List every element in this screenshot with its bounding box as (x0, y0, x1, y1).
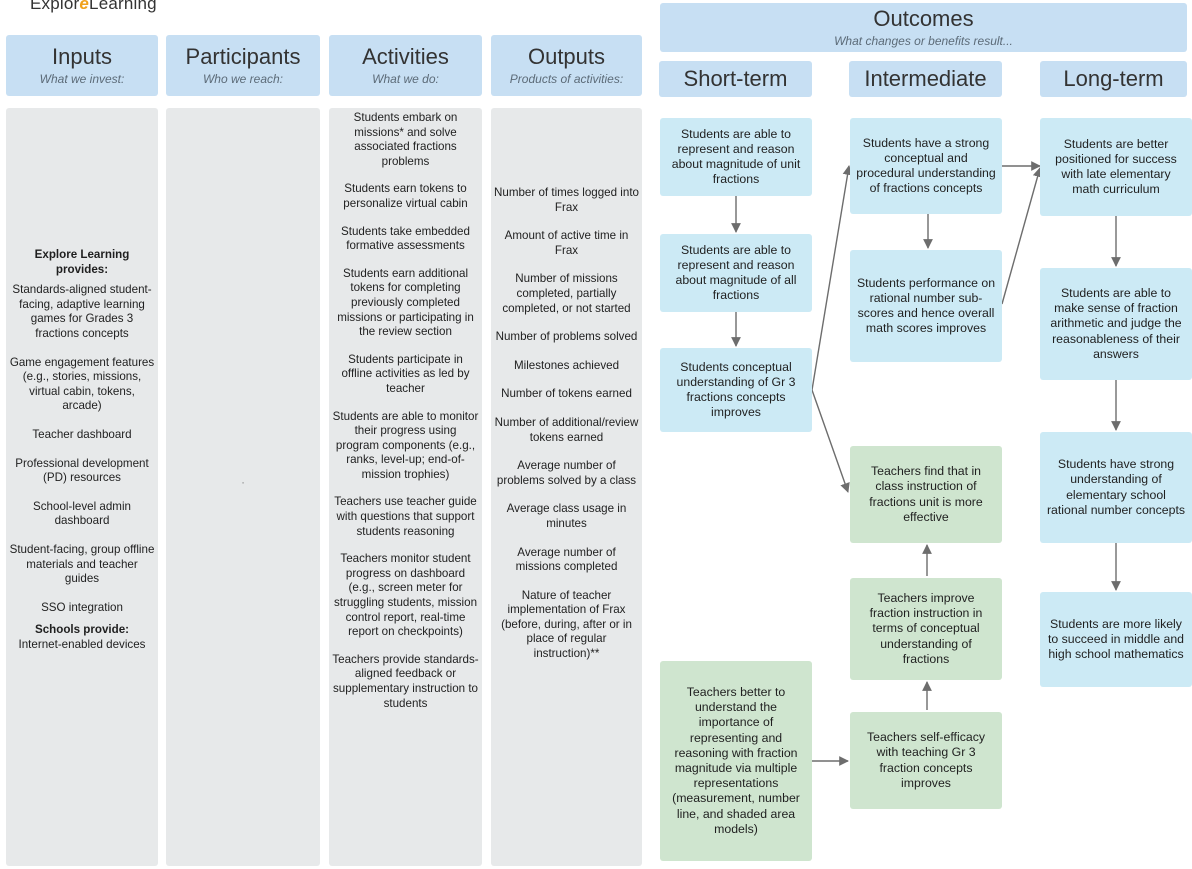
logo: ExploreLearning (30, 0, 157, 14)
participants-subtitle: Who we reach: (202, 71, 284, 86)
intermediate-header: Intermediate (849, 61, 1002, 97)
input-item: Student-facing, group offline materials … (9, 542, 155, 586)
output-item: Average number of problems solved by a c… (496, 459, 637, 487)
long-term-box-2: Students are able to make sense of fract… (1040, 268, 1192, 380)
output-item: Average class usage in minutes (506, 502, 627, 530)
activity-item: Teachers use teacher guide with question… (334, 495, 477, 538)
input-item: Teacher dashboard (32, 427, 132, 441)
intermediate-teacher-box-1: Teachers find that in class instruction … (850, 446, 1002, 543)
activity-item: Students earn additional tokens for comp… (337, 266, 474, 339)
long-term-box-1: Students are better positioned for succe… (1040, 118, 1192, 216)
short-term-header: Short-term (659, 61, 812, 97)
activities-title: Activities (362, 44, 449, 70)
output-item: Milestones achieved (513, 358, 620, 372)
participants-title: Participants (185, 44, 301, 70)
activities-column (329, 108, 482, 866)
activity-item: Students embark on missions* and solve a… (353, 111, 458, 168)
schools-heading: Schools provide: (34, 623, 130, 637)
inputs-title: Inputs (52, 44, 112, 70)
activities-subtitle: What we do: (372, 71, 439, 86)
output-item: Number of problems solved (495, 330, 638, 344)
output-item: Number of additional/review tokens earne… (494, 415, 639, 444)
arrow-s3-i1 (811, 165, 853, 391)
input-item: Internet-enabled devices (18, 637, 146, 651)
inputs-column (6, 108, 158, 866)
activities-header: Activities What we do: (329, 35, 482, 96)
input-item: Game engagement features (e.g., stories,… (9, 355, 155, 413)
logo-prefix: Explor (30, 0, 80, 13)
long-term-header: Long-term (1040, 61, 1187, 97)
short-term-title: Short-term (683, 65, 788, 91)
input-item: Standards-aligned student-facing, adapti… (12, 283, 152, 340)
outputs-content: Number of times logged into Frax Amount … (494, 186, 639, 662)
participants-column (166, 108, 320, 866)
intermediate-student-box-1: Students have a strong conceptual and pr… (850, 118, 1002, 214)
activity-item: Students take embedded formative assessm… (341, 224, 470, 253)
long-term-title: Long-term (1063, 65, 1164, 91)
short-term-student-box-2: Students are able to represent and reaso… (660, 234, 812, 312)
logo-suffix: Learning (89, 0, 157, 13)
outcomes-title: Outcomes (873, 6, 974, 32)
activity-item: Teachers provide standards-aligned feedb… (332, 652, 479, 710)
input-item: Professional development (PD) resources (15, 456, 149, 485)
short-term-student-box-1: Students are able to represent and reaso… (660, 118, 812, 196)
intermediate-teacher-box-2: Teachers improve fraction instruction in… (850, 578, 1002, 680)
input-item: School-level admin dashboard (33, 499, 131, 528)
activity-item: Students are able to monitor their progr… (332, 409, 479, 481)
outcomes-subtitle: What changes or benefits result... (834, 33, 1013, 48)
activities-content: Students embark on missions* and solve a… (332, 111, 479, 711)
participants-mark: · (241, 476, 245, 489)
inputs-header: Inputs What we invest: (6, 35, 158, 96)
outcomes-header: Outcomes What changes or benefits result… (660, 3, 1187, 52)
inputs-content: Explore Learning provides: Standards-ali… (8, 248, 156, 652)
output-item: Number of tokens earned (501, 387, 632, 401)
outputs-column (491, 108, 642, 866)
participants-header: Participants Who we reach: (166, 35, 320, 96)
outputs-title: Outputs (527, 44, 606, 70)
outputs-subtitle: Products of activities: (509, 71, 624, 86)
output-item: Number of times logged into Frax (494, 186, 639, 214)
intermediate-title: Intermediate (864, 65, 987, 91)
long-term-box-3: Students have strong understanding of el… (1040, 432, 1192, 543)
output-item: Amount of active time in Frax (504, 229, 629, 257)
long-term-box-4: Students are more likely to succeed in m… (1040, 592, 1192, 687)
output-item: Number of missions completed, partially … (502, 272, 631, 315)
logo-mark: e (79, 0, 90, 13)
activity-item: Students participate in offline activiti… (341, 352, 470, 395)
intermediate-teacher-box-3: Teachers self-efficacy with teaching Gr … (850, 712, 1002, 809)
output-item: Average number of missions completed (515, 545, 618, 574)
arrow-i2-l1 (1001, 167, 1043, 305)
inputs-subtitle: What we invest: (39, 71, 125, 86)
arrow-s3-it1 (811, 389, 850, 493)
explore-learning-heading: Explore Learning provides: (34, 248, 130, 276)
short-term-student-box-3: Students conceptual understanding of Gr … (660, 348, 812, 432)
intermediate-student-box-2: Students performance on rational number … (850, 250, 1002, 362)
output-item: Nature of teacher implementation of Frax… (501, 588, 632, 661)
activity-item: Teachers monitor student progress on das… (333, 552, 478, 639)
short-term-teacher-box: Teachers better to understand the import… (660, 661, 812, 861)
input-item: SSO integration (41, 600, 123, 614)
outputs-header: Outputs Products of activities: (491, 35, 642, 96)
activity-item: Students earn tokens to personalize virt… (343, 182, 468, 210)
